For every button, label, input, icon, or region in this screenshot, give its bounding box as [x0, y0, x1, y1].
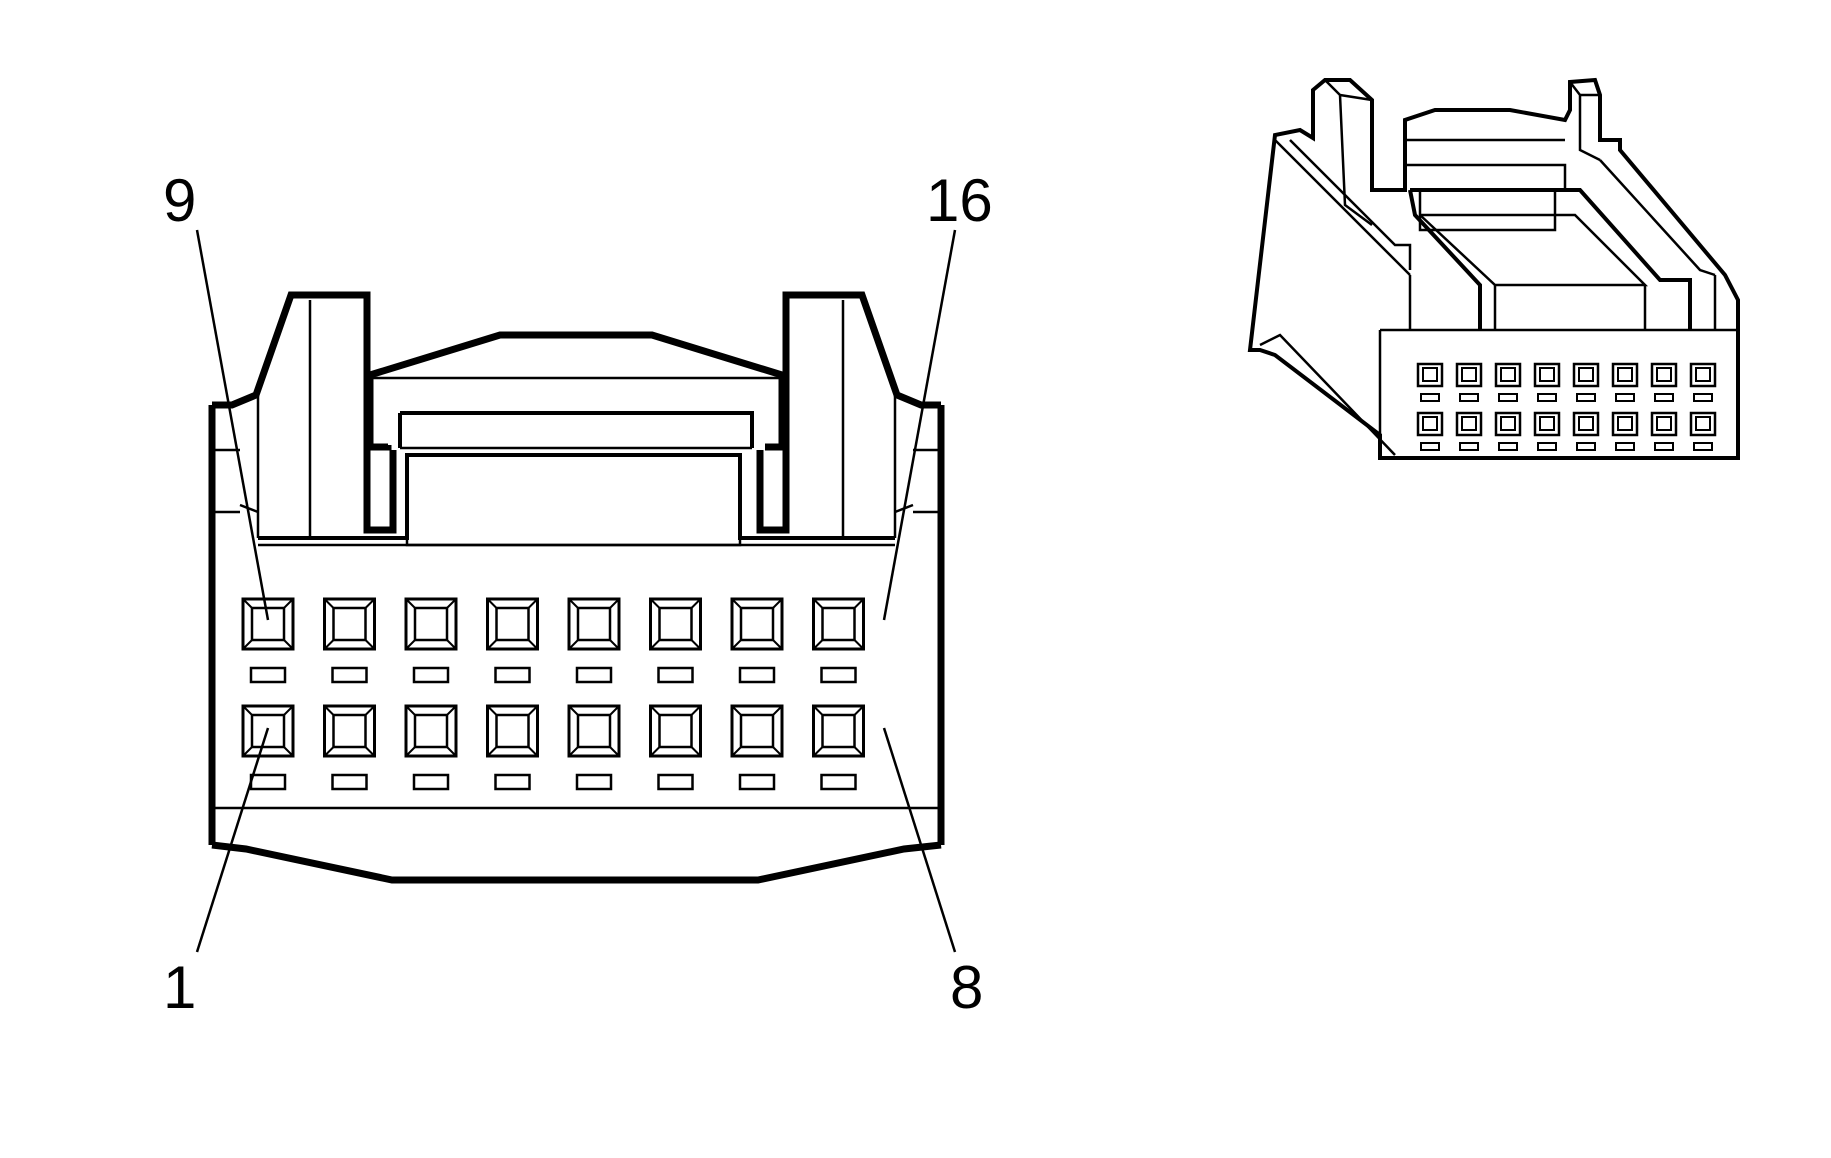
leader-line-pin-8: [882, 727, 957, 953]
iso-pin-cavity: [1455, 362, 1483, 402]
iso-pin-cavity: [1533, 362, 1561, 402]
pin-cavity: [486, 597, 539, 684]
connector-front-view: 9 16 1 8: [163, 167, 993, 1021]
pin-cavity: [241, 704, 295, 791]
iso-left-face-edge-2: [1289, 139, 1412, 270]
iso-pin-cavity: [1494, 411, 1522, 451]
inner-window-outline: [258, 453, 895, 540]
iso-pin-cavity: [1650, 411, 1678, 451]
pin-cavity: [486, 704, 539, 791]
pin-label-8: 8: [950, 954, 983, 1021]
iso-left-face-edge: [1274, 139, 1411, 276]
iso-pin-cavity: [1572, 362, 1600, 402]
pin-cavity: [404, 704, 458, 791]
pin-cavity: [812, 597, 865, 684]
iso-pin-cavity: [1572, 411, 1600, 451]
iso-body-outline: [1247, 77, 1740, 460]
iso-right-side-edge-2: [1619, 149, 1726, 276]
left-latch-outline: [212, 291, 397, 534]
iso-left-latch-2: [1339, 93, 1373, 102]
inner-window-face: [405, 455, 742, 547]
iso-pin-cavity: [1689, 411, 1717, 451]
leader-line-pin-16: [882, 229, 957, 621]
iso-right-latch: [1569, 81, 1601, 162]
iso-pin-cavity: [1611, 411, 1639, 451]
pin-label-16: 16: [926, 167, 993, 234]
iso-pin-cavity: [1416, 411, 1444, 451]
top-hood-left-post: [368, 331, 786, 451]
iso-channel-floor: [1493, 285, 1647, 330]
right-latch-outline: [756, 291, 941, 534]
front-pin-grid: [241, 597, 865, 791]
pin-cavity: [323, 597, 376, 684]
left-side-groove-slant: [239, 503, 259, 514]
pin-cavity: [241, 597, 295, 684]
iso-pin-cavity: [1689, 362, 1717, 402]
pin-cavity: [404, 597, 458, 684]
iso-pin-grid: [1416, 362, 1717, 451]
pin-cavity: [649, 597, 702, 684]
iso-hood-step: [1405, 163, 1567, 190]
pin-label-1: 1: [163, 954, 196, 1021]
connector-isometric-view: [1247, 77, 1740, 460]
leader-line-pin-1: [195, 727, 270, 953]
iso-pin-cavity: [1611, 362, 1639, 402]
iso-pin-cavity: [1416, 362, 1444, 402]
iso-pin-cavity: [1455, 411, 1483, 451]
housing-bottom-outline: [211, 841, 942, 884]
pin-cavity: [567, 704, 621, 791]
iso-channel-outline: [1408, 188, 1692, 330]
pin-cavity: [649, 704, 702, 791]
iso-pin-cavity: [1650, 362, 1678, 402]
pin-label-9: 9: [163, 167, 196, 234]
top-hood-channel: [400, 411, 754, 448]
iso-hood-face: [1418, 190, 1557, 232]
leader-line-pin-9: [195, 229, 270, 621]
pin-cavity: [323, 704, 376, 791]
iso-pin-cavity: [1533, 411, 1561, 451]
pin-cavity: [567, 597, 621, 684]
iso-pin-cavity: [1494, 362, 1522, 402]
pin-cavity: [730, 597, 784, 684]
iso-right-side-edge: [1599, 159, 1716, 277]
pin-cavity: [730, 704, 784, 791]
iso-left-face-base: [1259, 333, 1396, 456]
iso-left-latch: [1324, 79, 1373, 227]
pin-cavity: [812, 704, 865, 791]
top-hood-outline: [366, 375, 392, 451]
